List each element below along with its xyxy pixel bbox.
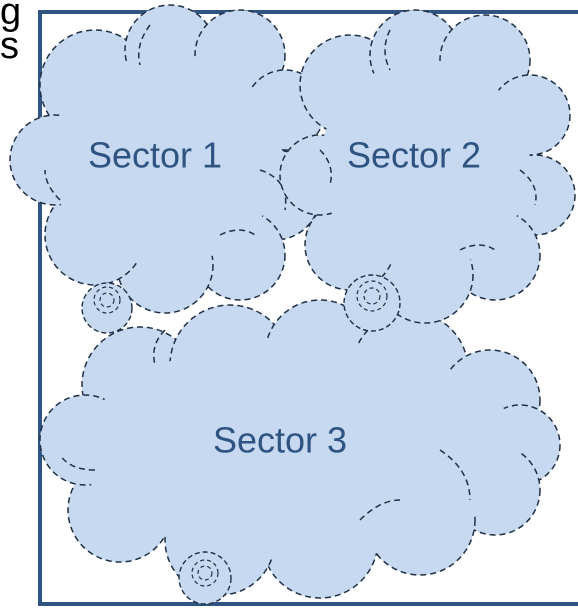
sector-3-cloud: [39, 299, 561, 599]
sector-2-cloud: [279, 9, 576, 324]
puff-sector-2: [343, 274, 401, 332]
sector-1-cloud: [9, 4, 326, 314]
sector-3-label: Sector 3: [213, 420, 347, 461]
puff-sector-3: [178, 551, 232, 605]
sector-2-label: Sector 2: [347, 135, 481, 176]
sector-1-label: Sector 1: [88, 135, 222, 176]
cropped-text-second: s: [0, 25, 19, 67]
cropped-text-top: g: [0, 0, 21, 33]
area-boundary: [38, 10, 578, 606]
puff-sector-1: [81, 282, 133, 334]
